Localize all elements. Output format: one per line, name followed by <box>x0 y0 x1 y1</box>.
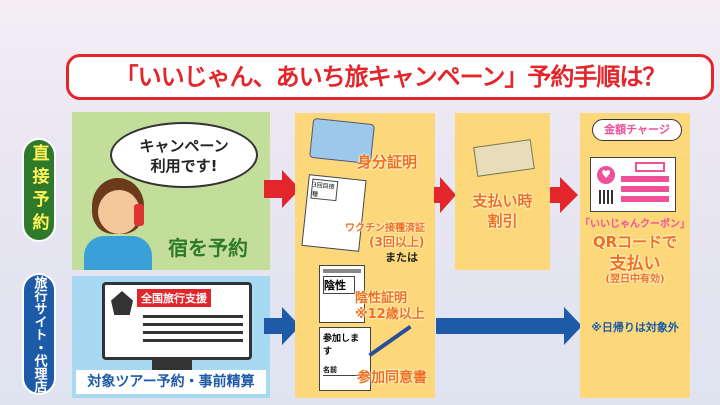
red-arrow-icon <box>434 187 442 203</box>
page-title: 「いいじゃん、あいち旅キャンペーン」予約手順は？ <box>66 54 714 100</box>
person-on-phone-icon <box>78 174 158 270</box>
direct-booking-label: 直接予約 <box>22 138 56 242</box>
qr-label: QRコードで <box>592 233 678 251</box>
negative-test-doc-icon: 陰性 <box>319 265 365 323</box>
pay-label: 支払い <box>609 254 661 274</box>
consent-name-field: 名前 <box>323 365 367 376</box>
step-discount-panel: 支払い時 割引 <box>455 113 550 270</box>
speech-line-2: 利用です! <box>150 157 218 175</box>
book-lodging-caption: 宿を予約 <box>168 236 248 260</box>
agency-booking-panel: 全国旅行支援 対象ツアー予約・事前精算 <box>72 276 270 398</box>
heart-icon: ♥ <box>597 166 615 184</box>
charge-bubble: 金額チャージ <box>592 119 682 141</box>
id-proof-label: 身分証明 <box>357 153 418 171</box>
day-trip-note: ※日帰りは対象外 <box>591 321 679 334</box>
coupon-label: 「いいじゃんクーポン」 <box>580 219 690 230</box>
direct-booking-panel: キャンペーン 利用です! 宿を予約 <box>72 112 270 270</box>
consent-form-icon: 参加します 名前 <box>319 327 371 391</box>
doc-negative-text: 陰性 <box>323 276 355 294</box>
qr-code-icon <box>599 190 613 204</box>
blue-long-arrow-icon <box>436 318 566 334</box>
discount-label: 支払い時 割引 <box>455 191 550 231</box>
step-documents-panel: 身分証明 3回目接種 ワクチン接種済証 (3回以上) または 陰性 陰性証明 ※… <box>295 113 435 398</box>
blue-arrow-icon <box>264 318 284 334</box>
monitor-icon: 全国旅行支援 <box>102 282 252 360</box>
discount-line-2: 割引 <box>487 212 518 230</box>
vaccine-label: ワクチン接種済証 <box>345 223 425 234</box>
consent-label: 参加同意書 <box>357 370 427 386</box>
tour-booking-caption: 対象ツアー予約・事前精算 <box>76 370 266 394</box>
valid-label: (翌日中有効) <box>605 274 665 285</box>
screen-label: 全国旅行支援 <box>137 289 211 307</box>
step-payment-panel: 金額チャージ ♥ 「いいじゃんクーポン」 QRコードで 支払い (翌日中有効) … <box>580 113 690 398</box>
blue-arrow-head <box>564 307 582 345</box>
red-arrow-icon <box>550 187 562 203</box>
or-label: または <box>385 251 418 264</box>
red-arrow-head <box>440 177 456 213</box>
discount-line-1: 支払い時 <box>472 192 533 210</box>
consent-doc-text: 参加します <box>323 334 360 357</box>
vaccine-sub: (3回以上) <box>369 235 425 249</box>
red-arrow-head <box>560 177 578 213</box>
pen-icon <box>368 325 412 357</box>
speech-line-1: キャンペーン <box>139 137 229 155</box>
agency-booking-label: 旅行サイト・代理店 <box>22 273 56 395</box>
speech-bubble: キャンペーン 利用です! <box>110 122 258 188</box>
vaccine-certificate-icon: 3回目接種 <box>301 174 367 252</box>
banknote-icon <box>473 139 535 177</box>
castle-icon <box>111 291 133 315</box>
red-arrow-icon <box>264 180 284 198</box>
coupon-card-icon: ♥ <box>590 157 676 212</box>
negative-sub: ※12歳以上 <box>355 307 425 322</box>
doc-header: 3回目接種 <box>310 178 339 202</box>
negative-label: 陰性証明 <box>355 291 408 306</box>
